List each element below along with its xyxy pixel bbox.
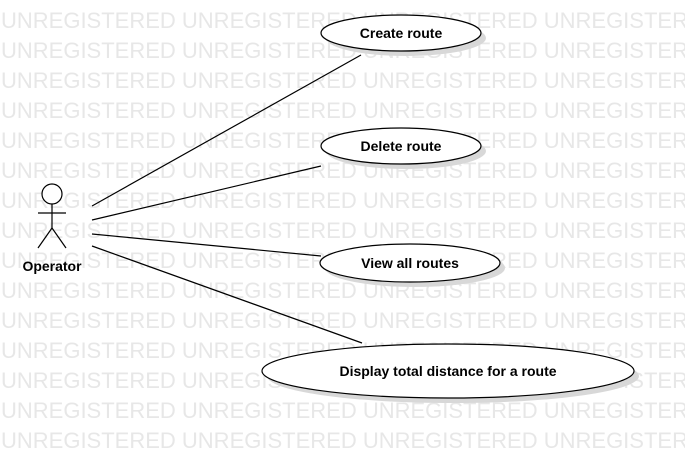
watermark-text: UNREGISTERED UNREGISTERED UNREGISTERED U…	[1, 98, 685, 123]
watermark-text: UNREGISTERED UNREGISTERED UNREGISTERED U…	[1, 278, 685, 303]
use-case-label: Create route	[360, 25, 443, 41]
watermark-text: UNREGISTERED UNREGISTERED UNREGISTERED U…	[1, 308, 685, 333]
actor-label: Operator	[22, 258, 82, 274]
watermark-text: UNREGISTERED UNREGISTERED UNREGISTERED U…	[1, 218, 685, 243]
association-delete-route	[91, 165, 322, 221]
use-case-label: Display total distance for a route	[339, 363, 556, 379]
watermark-text: UNREGISTERED UNREGISTERED UNREGISTERED U…	[1, 188, 685, 213]
use-case-view-all-routes[interactable]: View all routes	[319, 243, 505, 287]
use-case-label: Delete route	[361, 138, 442, 154]
associations	[91, 54, 363, 344]
use-case-display-total-distance[interactable]: Display total distance for a route	[261, 343, 639, 403]
use-case-create-route[interactable]: Create route	[320, 14, 486, 56]
use-case-label: View all routes	[361, 255, 459, 271]
actor-operator[interactable]: Operator	[22, 183, 82, 274]
watermark-text: UNREGISTERED UNREGISTERED UNREGISTERED U…	[1, 158, 685, 183]
use-case-delete-route[interactable]: Delete route	[320, 127, 486, 169]
watermark-text: UNREGISTERED UNREGISTERED UNREGISTERED U…	[1, 68, 685, 93]
stick-figure-icon	[37, 183, 67, 249]
association-create-route	[91, 54, 362, 207]
association-view-all-routes	[91, 233, 322, 257]
association-display-total-distance	[91, 245, 363, 344]
watermark-text: UNREGISTERED UNREGISTERED UNREGISTERED U…	[1, 398, 685, 423]
watermark-text: UNREGISTERED UNREGISTERED UNREGISTERED U…	[1, 428, 685, 451]
